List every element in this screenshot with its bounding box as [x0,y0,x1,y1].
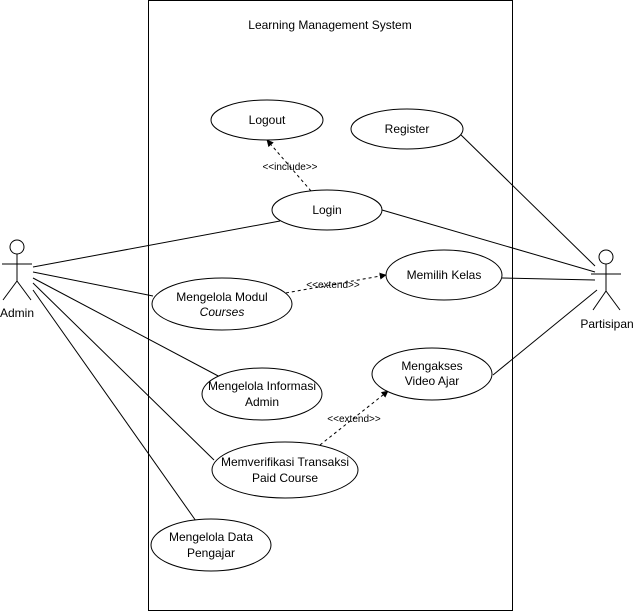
system-title: Learning Management System [248,18,411,32]
use-case-manage-modules-line1: Mengelola Modul [176,290,267,304]
use-case-choose-class: Memilih Kelas [385,249,503,301]
extend-label-choose-class: <<extend>> [306,280,360,291]
use-case-manage-modules-line2: Courses [200,305,245,319]
assoc-admin-manage-modules [32,271,154,297]
use-case-manage-teacher-data-line1: Mengelola Data [169,530,253,544]
assoc-participant-register [457,131,596,267]
actor-participant [591,249,621,311]
assoc-participant-choose-class [501,277,596,281]
admin-associations [32,220,281,522]
include-login-logout [266,139,312,192]
use-case-register: Register [350,108,464,150]
actor-admin-label: Admin [0,306,34,320]
participant-associations [381,131,598,376]
assoc-admin-manage-teacher-data [32,289,197,522]
use-case-login: Login [271,189,383,231]
use-case-logout: Logout [210,99,324,141]
use-case-manage-admin-info: Mengelola Informasi Admin [201,367,323,421]
use-case-verify-transactions-line1: Memverifikasi Transaksi [221,455,349,469]
extend-verify-video [319,390,389,446]
extend-label-access-video: <<extend>> [327,414,381,425]
use-case-manage-modules: Mengelola Modul Courses [151,277,293,331]
actor-participant-head [598,249,614,265]
use-case-access-video-line2: Video Ajar [405,374,460,388]
assoc-admin-verify-transactions [32,282,215,461]
use-case-manage-admin-info-line1: Mengelola Informasi [208,379,316,393]
use-case-verify-transactions: Memverifikasi Transaksi Paid Course [211,441,359,499]
use-case-access-video-line1: Mengakses [401,359,462,373]
use-case-choose-class-label: Memilih Kelas [407,268,482,282]
use-case-manage-admin-info-line2: Admin [245,395,279,409]
actor-participant-label: Partisipan [580,317,633,331]
include-label: <<include>> [262,162,317,173]
assoc-participant-login [381,209,596,273]
use-case-manage-teacher-data: Mengelola Data Pengajar [150,518,272,572]
use-case-access-video: Mengakses Video Ajar [371,347,493,401]
dashed-relations [266,139,389,446]
use-case-login-label: Login [312,203,341,217]
assoc-admin-manage-admin-info [32,277,223,379]
use-case-logout-label: Logout [249,113,286,127]
actor-admin [2,239,32,301]
actor-admin-head [9,239,25,255]
assoc-admin-login [32,220,281,268]
use-case-register-label: Register [385,122,430,136]
assoc-participant-access-video [492,289,598,376]
use-case-manage-teacher-data-line2: Pengajar [187,546,235,560]
use-case-verify-transactions-line2: Paid Course [252,471,318,485]
